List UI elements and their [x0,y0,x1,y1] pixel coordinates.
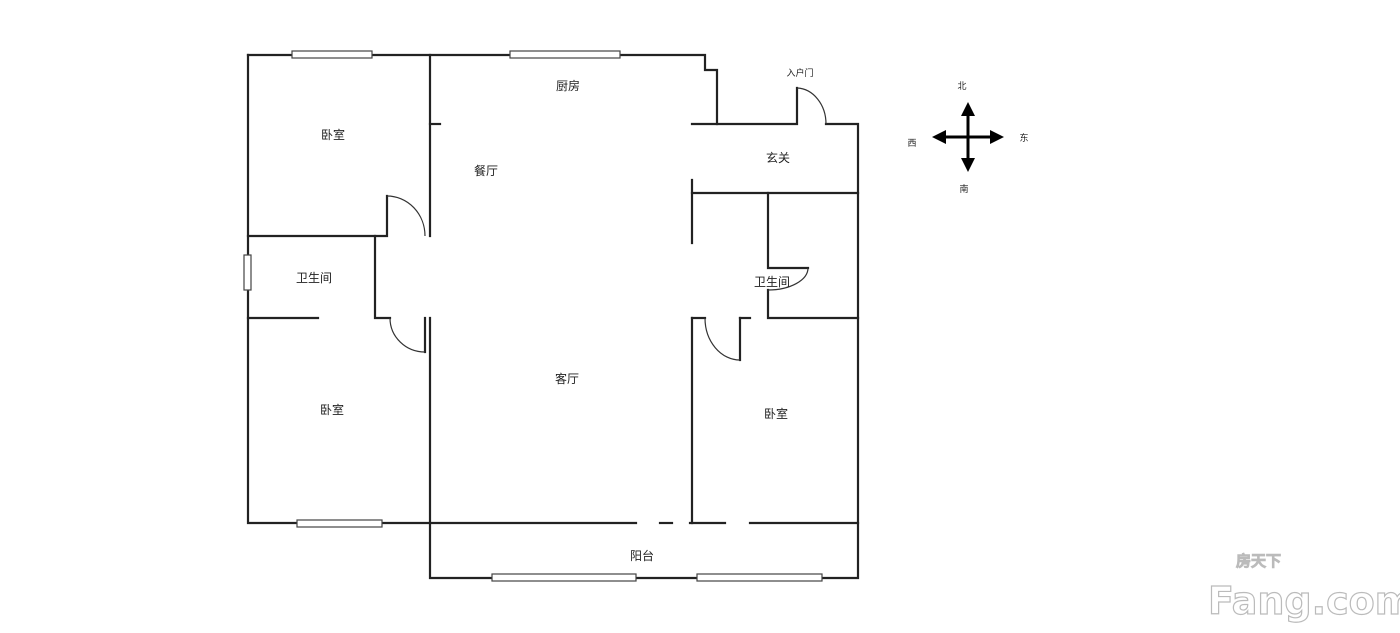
compass-north: 北 [957,81,966,92]
room-label-bathroom-east: 卫生间 [754,275,790,289]
compass-south: 南 [959,183,968,195]
room-label-entrance-hall: 玄关 [766,150,790,165]
compass-rose: 北 南 东 西 [907,81,1028,195]
compass-arrows-icon [932,102,1004,172]
door-swings [386,87,827,361]
room-label-living-room: 客厅 [555,371,579,386]
room-label-bedroom-sw: 卧室 [320,402,344,417]
room-label-bathroom-west: 卫生间 [296,271,332,285]
compass-east: 东 [1019,132,1028,144]
room-label-bedroom-se: 卧室 [764,406,788,421]
room-label-kitchen: 厨房 [556,78,580,93]
room-label-dining: 餐厅 [474,163,498,178]
label-entry-door: 入户门 [786,67,813,79]
watermark-brand-cn: 房天下 [1236,552,1281,570]
compass-west: 西 [907,138,916,149]
room-label-bedroom-nw: 卧室 [321,127,345,142]
watermark-brand-en: Fang.com [1208,579,1400,623]
watermark-logo: 房天下 Fang.com [1207,552,1400,624]
room-label-balcony: 阳台 [630,548,654,563]
windows [243,50,823,582]
